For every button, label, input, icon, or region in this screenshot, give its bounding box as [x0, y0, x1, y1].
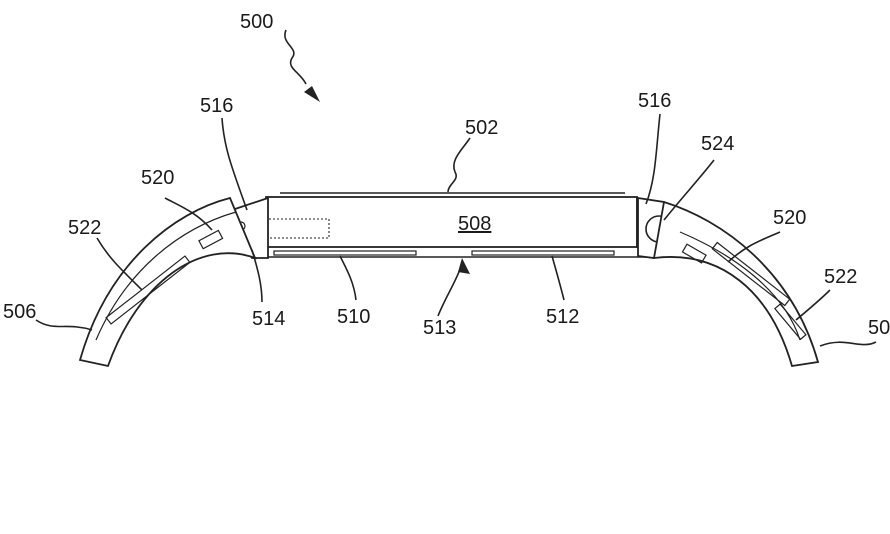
label-520-right: 520 [773, 207, 806, 229]
left-band [78, 196, 257, 368]
band-cell-left [198, 229, 224, 250]
label-512: 512 [546, 306, 579, 328]
label-506-right: 50 [868, 317, 890, 339]
watch-housing [251, 192, 649, 258]
label-510: 510 [337, 306, 370, 328]
label-500: 500 [240, 11, 273, 33]
label-502: 502 [465, 117, 498, 139]
band-cell-right [681, 243, 707, 264]
label-522-right: 522 [824, 266, 857, 288]
arrow-513 [458, 258, 470, 274]
label-508: 508 [458, 213, 491, 235]
leader-lines [35, 29, 877, 347]
label-514: 514 [252, 308, 285, 330]
label-524: 524 [701, 133, 734, 155]
band-slot-right [774, 303, 807, 341]
label-520-left: 520 [141, 167, 174, 189]
label-513: 513 [423, 317, 456, 339]
label-516-left: 516 [200, 95, 233, 117]
sensor-left [273, 250, 417, 256]
band-inner-right [711, 241, 791, 307]
sensor-right [471, 250, 615, 256]
right-band [652, 200, 820, 368]
label-506: 506 [3, 301, 36, 323]
label-516-right: 516 [638, 90, 671, 112]
arrow-500 [304, 86, 320, 102]
label-522-left: 522 [68, 217, 101, 239]
band-inner-left [105, 255, 191, 325]
